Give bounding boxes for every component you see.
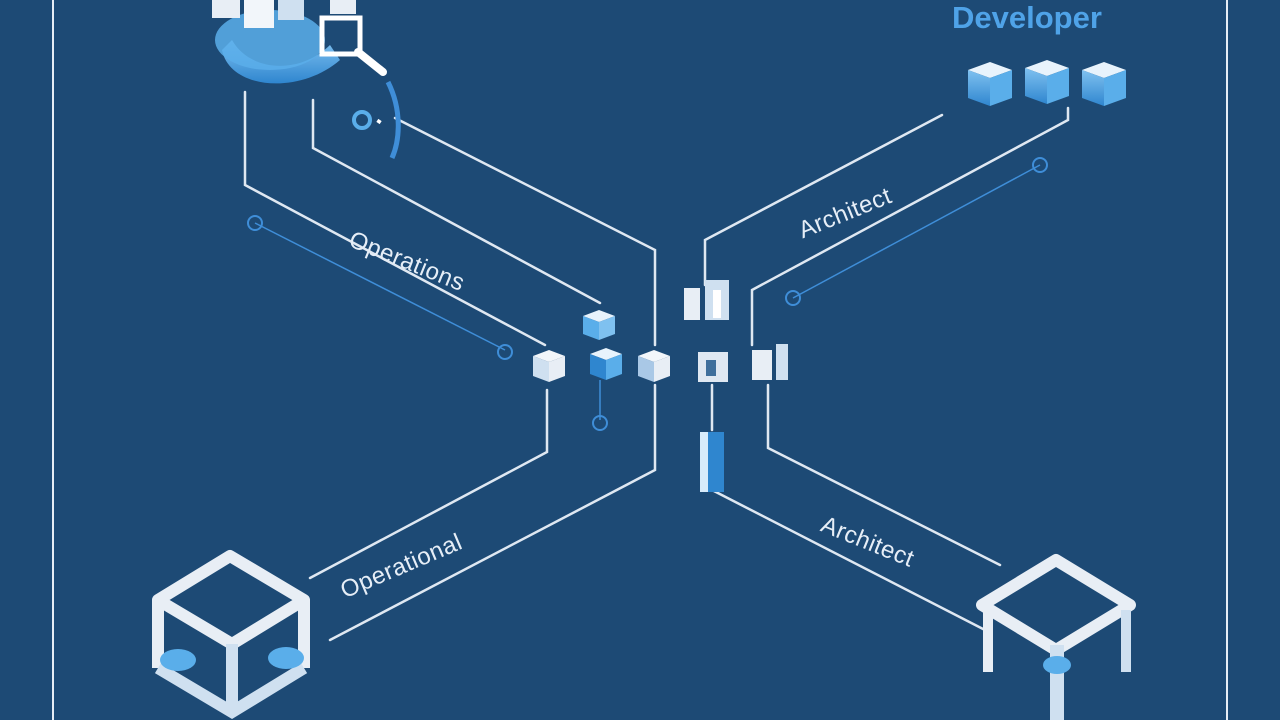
server-icon [684,280,729,320]
cube-icon [968,60,1126,106]
signal-lines [254,164,1041,420]
frame-border [52,0,1228,720]
magnifier-icon [212,0,387,84]
signal-nodes [247,157,1048,431]
connector-lines [243,90,1070,642]
diagram-title: Developer [952,0,1102,35]
column-icon [700,432,724,492]
center-block-cluster [533,280,788,492]
table-icon [976,554,1136,720]
cube-frame-icon [152,550,310,720]
sensor-icon [352,80,401,160]
